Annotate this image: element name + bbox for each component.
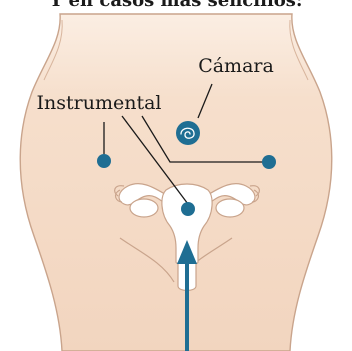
camera-port [176, 121, 200, 145]
header-caption: Y en casos más sencillos: [48, 0, 302, 11]
instrument-port-left [97, 154, 111, 168]
torso-skin [20, 14, 332, 351]
camera-label: Cámara [198, 55, 274, 77]
instrument-port-center [181, 202, 195, 216]
instrument-label: Instrumental [37, 92, 162, 114]
instrument-port-right [262, 155, 276, 169]
